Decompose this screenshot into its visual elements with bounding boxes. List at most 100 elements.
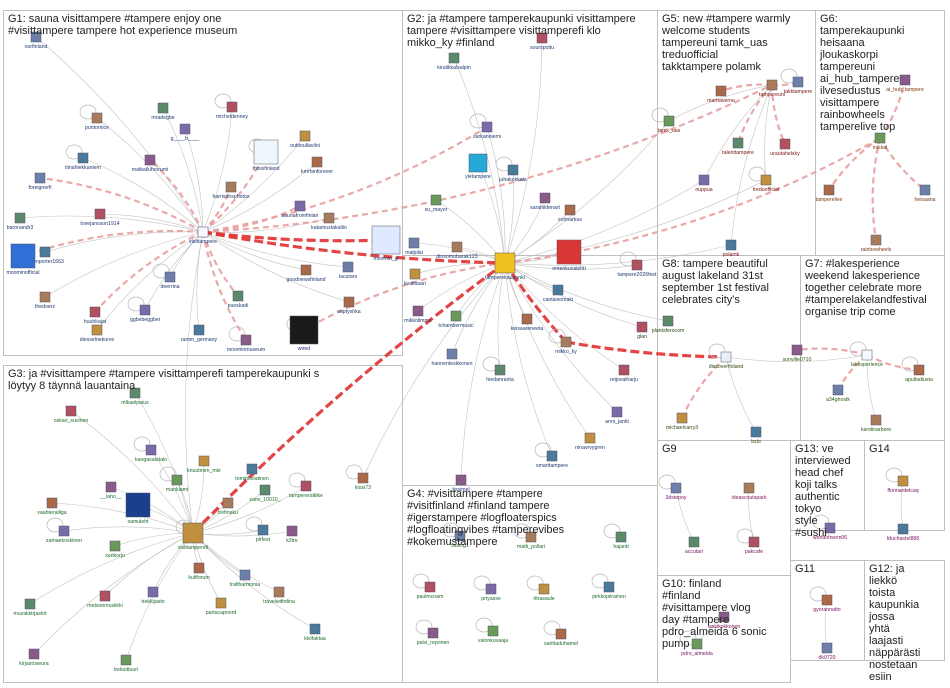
node-ggbebeggbei[interactable]: ggbebeggbei: [130, 304, 160, 323]
node-metsonmusiikki[interactable]: metsonmusiikki: [87, 590, 123, 609]
node-mradegbe[interactable]: mradegbe: [151, 102, 175, 121]
node-mikko_ky[interactable]: mikko_ky: [555, 336, 577, 355]
node-tampereraitiike[interactable]: tampereraitiike: [289, 480, 323, 499]
node-tamk_uas[interactable]: tamk_uas: [658, 115, 681, 134]
node-ourfinland[interactable]: ourfinland: [25, 31, 48, 50]
node-oskari_suvinen[interactable]: oskari_suvinen: [54, 405, 89, 424]
node-tchambermusic[interactable]: tchambermusic: [438, 310, 474, 329]
node-tissing1[interactable]: tissing1: [451, 530, 469, 549]
node-muzakkirjastot[interactable]: muzakkirjastot: [13, 598, 47, 617]
node-sunville0710[interactable]: sunville0710: [783, 344, 812, 363]
node-anni_jantti[interactable]: anni_jantti: [605, 406, 629, 425]
node-katamustakallio[interactable]: katamustakallio: [311, 212, 347, 231]
node-trekkijasto[interactable]: trekkijasto: [141, 586, 165, 605]
node-visittampere[interactable]: visittampere: [189, 226, 217, 245]
node-micheldenney[interactable]: micheldenney: [216, 101, 248, 120]
node-vaptyshka[interactable]: vaptyshka: [337, 296, 361, 315]
node-kvaltsaari[interactable]: kvaltsaari: [404, 268, 426, 287]
node-tovejansson1914[interactable]: tovejansson1914: [80, 208, 120, 227]
node-travelwithdina[interactable]: travelwithdina: [263, 586, 295, 605]
node-klvifaktaa[interactable]: klvifaktaa: [304, 623, 326, 642]
node-sorinarkus[interactable]: sorinarkus: [558, 204, 582, 223]
node-heisaana[interactable]: heisaana: [914, 184, 936, 203]
node-trafiharmonia[interactable]: trafiharmonia: [230, 569, 260, 588]
node-visittamperefi[interactable]: visittamperefi: [178, 522, 209, 551]
node-su_mayor[interactable]: su_mayor: [425, 194, 448, 213]
node-ffonnardelcaq[interactable]: ffonnardelcaq: [887, 475, 919, 494]
node-keisaareneeta[interactable]: keisaareneeta: [511, 313, 544, 332]
node-huuhkajat[interactable]: huuhkajat: [84, 306, 107, 325]
node-ramm_germany[interactable]: ramm_germany: [181, 324, 218, 343]
node-matkailufoorumi[interactable]: matkailufoorumi: [132, 154, 169, 173]
node-karstinarbore[interactable]: karstinarbore: [861, 414, 891, 433]
node-kangasalatalo[interactable]: kangasalatalo: [135, 444, 167, 463]
node-tamperelive[interactable]: tamperelive: [816, 184, 843, 203]
node-kultforum[interactable]: kultforum: [188, 562, 210, 581]
node-gyorannatto[interactable]: gyorannatto: [813, 594, 841, 613]
node-urautahelsky[interactable]: urautahelsky: [770, 138, 800, 157]
node-ninavrvygren[interactable]: ninavrvygren: [575, 432, 605, 451]
node-hannenteskkonen[interactable]: hannenteskkonen: [432, 348, 473, 367]
node-nuppua[interactable]: nuppua: [695, 174, 713, 193]
node-hiedanranta[interactable]: hiedanranta: [486, 364, 514, 383]
node-talenttampere[interactable]: talenttampere: [722, 137, 754, 156]
node-deerrina[interactable]: deerrina: [160, 271, 180, 290]
node-tissimel[interactable]: tissimel: [452, 474, 470, 493]
node-zamaekoskinen[interactable]: zamaekoskinen: [46, 525, 82, 544]
node-sarkanniemi[interactable]: sarkanniemi: [473, 121, 501, 140]
node-mikaelpaius[interactable]: mikaelpaius: [121, 387, 149, 406]
node-goodnewsfinland[interactable]: goodnewsfinland: [287, 264, 326, 283]
node-kmrfanforever[interactable]: kmrfanforever: [301, 156, 333, 175]
node-pirfest[interactable]: pirfest: [256, 524, 271, 543]
node-discoverfinland[interactable]: discoverfinland: [709, 351, 744, 370]
node-kiusi73[interactable]: kiusi73: [355, 472, 371, 491]
node-wired[interactable]: wired: [289, 315, 319, 352]
node-rainbowheels[interactable]: rainbowheels: [861, 234, 892, 253]
node-diesselnekurve[interactable]: diesselnekurve: [80, 324, 115, 343]
node-saunafromfinlan[interactable]: saunafromfinlan: [282, 200, 319, 219]
node-polamk[interactable]: polamk: [723, 239, 740, 258]
node-outitoullavilni[interactable]: outitoullavilni: [290, 130, 320, 149]
node-harrisonsphotos[interactable]: harrisonsphotos: [213, 181, 250, 200]
node-sourspoltu[interactable]: sourspoltu: [530, 32, 554, 51]
node-valonkuvaaja[interactable]: valonkuvaaja: [478, 625, 508, 644]
node-marttaverne[interactable]: marttaverne: [707, 85, 735, 104]
node-smarttampere[interactable]: smarttampere: [536, 450, 568, 469]
node-worldofreem06[interactable]: worldofreem06: [813, 522, 847, 541]
node-kirjastoseura[interactable]: kirjastoseura: [19, 648, 49, 667]
node-ideascoutspark[interactable]: ideascoutspark: [732, 482, 767, 501]
node-paulmcnam[interactable]: paulmcnam: [417, 581, 444, 600]
node-apulladiusta[interactable]: apulladiusta: [905, 364, 933, 383]
node-k2tre[interactable]: k2tre: [286, 525, 298, 544]
node-tampere2026fest[interactable]: tampere2026fest: [618, 259, 657, 278]
node-pakcafe[interactable]: pakcafe: [745, 536, 763, 555]
node-trefinaku[interactable]: trefinaku: [218, 497, 238, 516]
node-mankiami[interactable]: mankiami: [166, 474, 188, 493]
node-vaahterailiga[interactable]: vaahterailiga: [37, 497, 67, 516]
node-knuutinen_mkr[interactable]: knuutinen_mkr: [187, 455, 221, 474]
node-accutari[interactable]: accutari: [685, 536, 703, 555]
node-thisisfinland[interactable]: thisisfinland: [252, 139, 280, 172]
node-3dstepoy[interactable]: 3dstepoy: [665, 482, 687, 501]
node-kiralikkalsalpin[interactable]: kiralikkalsalpin: [437, 52, 471, 71]
node-lacutars[interactable]: lacutars: [339, 261, 358, 280]
node-trekuittuuri[interactable]: trekuittuuri: [114, 654, 138, 673]
node-moominmuseum[interactable]: moominmuseum: [227, 334, 265, 353]
node-puoskadi[interactable]: puoskadi: [228, 290, 249, 309]
node-malpilai[interactable]: malpilai: [405, 237, 423, 256]
node-tomipkolatinen[interactable]: tomipkolatinen: [235, 463, 269, 482]
node-pirkkopiirainen[interactable]: pirkkopiirainen: [592, 581, 626, 600]
node-juhakokkala[interactable]: juhakokkala: [498, 164, 527, 183]
node-samuleht[interactable]: samuleht: [125, 492, 151, 525]
node-zami_10010[interactable]: zami_10010_: [249, 484, 281, 503]
node-bzlo[interactable]: bzlo: [750, 426, 762, 445]
node-partacapnord[interactable]: partacapnord: [206, 597, 237, 616]
node-tamperekaupunki[interactable]: tamperekaupunki: [485, 252, 525, 281]
node-yletampere[interactable]: yletampere: [465, 153, 491, 180]
node-dk0720[interactable]: dk0720: [818, 642, 836, 661]
node-rltrasaule[interactable]: rltrasaule: [533, 583, 555, 602]
node-baronandr3[interactable]: baronandr3: [7, 212, 34, 231]
node-cantaisomaki[interactable]: cantaisomaki: [543, 284, 573, 303]
node-omenkuvalehti[interactable]: omenkuvalehti: [552, 239, 586, 272]
node-thedoerz[interactable]: thedoerz: [35, 291, 56, 310]
